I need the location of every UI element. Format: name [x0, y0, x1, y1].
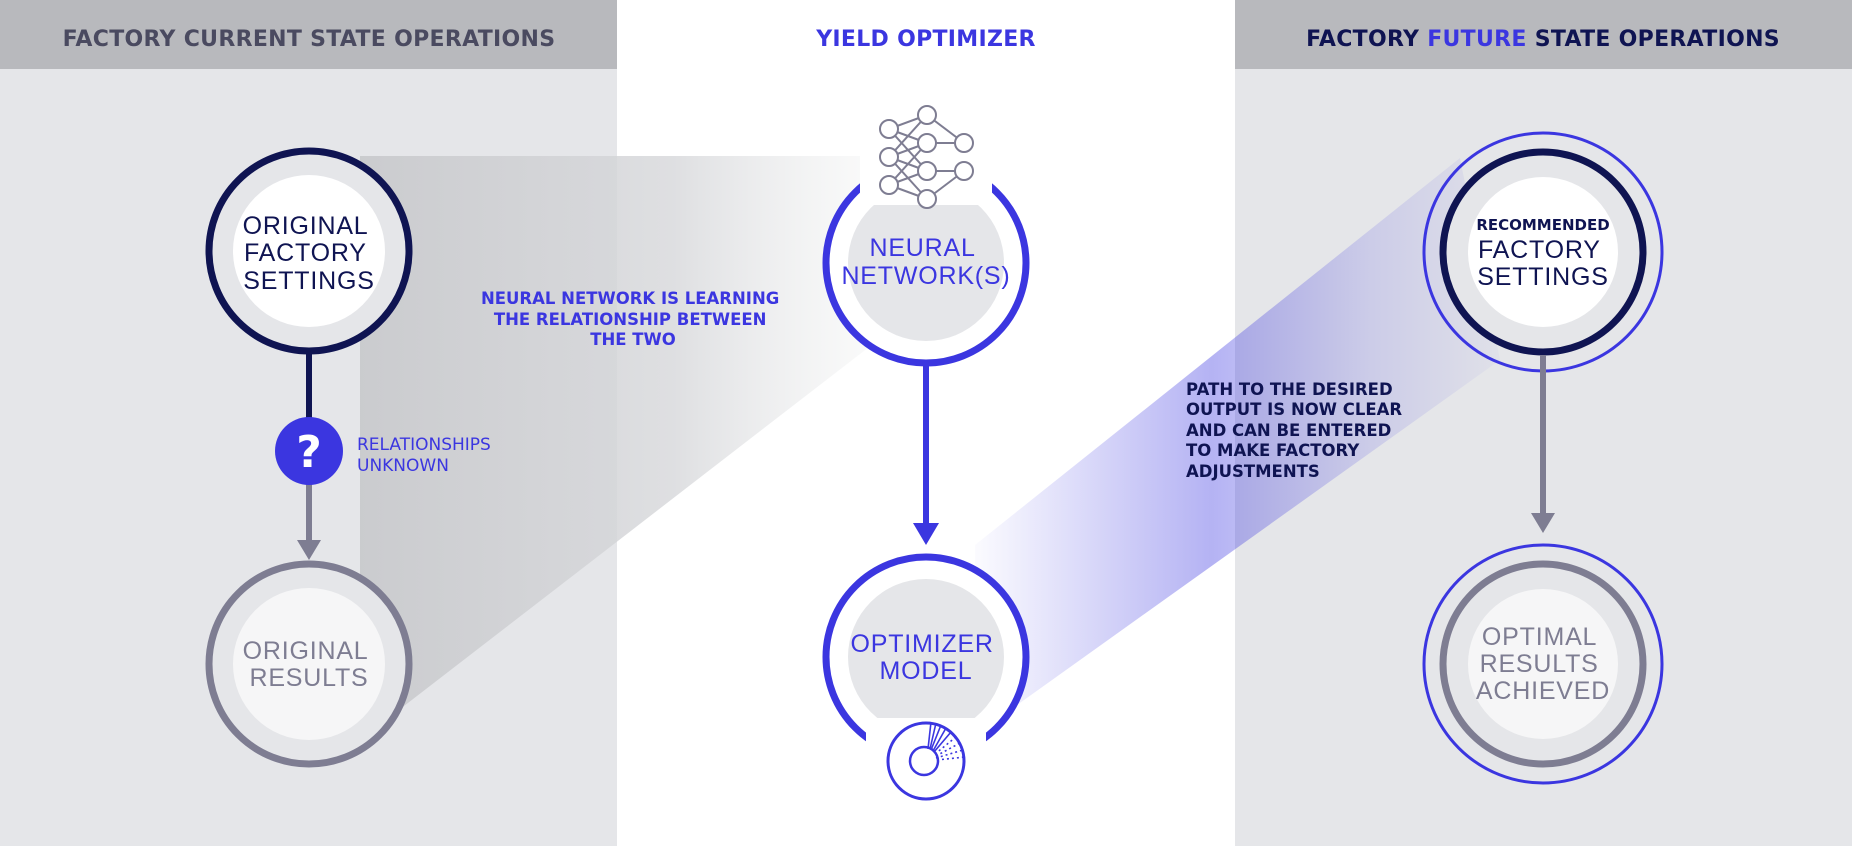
path-caption-line2: OUTPUT IS NOW CLEAR	[1186, 400, 1402, 419]
svg-text:ORIGINAL RESULTS: ORIGINAL RESULTS	[243, 637, 376, 692]
right-header-part2: FUTURE	[1427, 27, 1527, 52]
right-header-part1: FACTORY	[1306, 27, 1420, 52]
original-settings-line3: SETTINGS	[243, 267, 374, 295]
question-mark-icon: ?	[296, 427, 322, 478]
relationships-unknown-line2: UNKNOWN	[357, 456, 449, 476]
left-header-bar	[0, 0, 617, 69]
dial-icon	[886, 721, 966, 801]
svg-text:OPTIMIZER MODEL: OPTIMIZER MODEL	[850, 630, 1001, 685]
right-header-bar	[1235, 0, 1852, 69]
learning-caption-line1: NEURAL NETWORK IS LEARNING	[481, 289, 779, 308]
path-caption-line1: PATH TO THE DESIRED	[1186, 380, 1393, 399]
relationships-unknown-badge: ?	[275, 417, 343, 485]
neural-network-line1: NEURAL	[869, 234, 975, 262]
svg-text:FACTORY SETTINGS: FACTORY SETTINGS	[1477, 236, 1608, 291]
right-header: FACTORY FUTURE STATE OPERATIONS	[1306, 27, 1780, 52]
learning-caption-line3: THE TWO	[590, 330, 676, 349]
results-arrowhead	[297, 540, 321, 560]
path-caption: PATH TO THE DESIRED OUTPUT IS NOW CLEAR …	[1186, 380, 1408, 481]
recommended-settings-node: RECOMMENDED FACTORY SETTINGS	[1422, 131, 1664, 373]
svg-text:NEURAL NETWORK(S): NEURAL NETWORK(S)	[841, 234, 1010, 290]
original-settings-line1: ORIGINAL	[243, 212, 368, 240]
original-results-node: ORIGINAL RESULTS	[205, 560, 413, 768]
recommended-line2: SETTINGS	[1477, 263, 1608, 291]
center-header: YIELD OPTIMIZER	[815, 27, 1036, 52]
original-settings-node: ORIGINAL FACTORY SETTINGS	[205, 147, 413, 355]
neural-network-line2: NETWORK(S)	[841, 262, 1010, 290]
relationships-unknown-line1: RELATIONSHIPS	[357, 435, 491, 455]
neural-network-icon	[879, 105, 974, 209]
original-results-line2: RESULTS	[249, 664, 368, 692]
optimal-results-line1: OPTIMAL	[1482, 623, 1597, 651]
path-caption-line5: ADJUSTMENTS	[1186, 462, 1320, 481]
optimal-results-line2: RESULTS	[1480, 650, 1599, 678]
optimal-results-line3: ACHIEVED	[1476, 677, 1610, 705]
path-caption-line4: TO MAKE FACTORY	[1186, 441, 1360, 460]
recommended-label: RECOMMENDED	[1476, 216, 1609, 234]
original-settings-line2: FACTORY	[244, 239, 366, 267]
svg-text:OPTIMAL RESULTS AC: OPTIMAL RESULTS ACHIEVED	[1476, 623, 1610, 705]
learning-caption: NEURAL NETWORK IS LEARNING THE RELATIONS…	[481, 289, 785, 349]
optimizer-model-line2: MODEL	[880, 657, 973, 685]
optimal-results-node: OPTIMAL RESULTS ACHIEVED	[1422, 543, 1664, 785]
learning-beam	[360, 156, 930, 740]
relationships-unknown-label: RELATIONSHIPS UNKNOWN	[357, 435, 496, 476]
svg-text:ORIGINAL FACTORY S: ORIGINAL FACTORY SETTINGS	[243, 212, 376, 295]
path-caption-line3: AND CAN BE ENTERED	[1186, 421, 1391, 440]
optimizer-model-line1: OPTIMIZER	[850, 630, 993, 658]
path-beam	[975, 158, 1500, 735]
left-header: FACTORY CURRENT STATE OPERATIONS	[63, 27, 556, 52]
optimizer-arrowhead	[913, 523, 939, 545]
learning-caption-line2: THE RELATIONSHIP BETWEEN	[494, 310, 767, 329]
right-header-part3: STATE OPERATIONS	[1535, 27, 1780, 52]
original-results-line1: ORIGINAL	[243, 637, 368, 665]
optimal-arrowhead	[1531, 513, 1555, 533]
recommended-line1: FACTORY	[1478, 236, 1600, 264]
